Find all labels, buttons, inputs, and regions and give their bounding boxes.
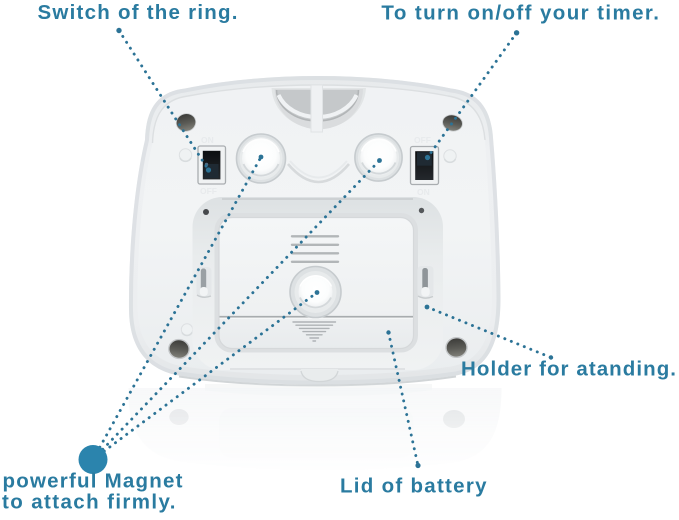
svg-text:to attach firmly.: to attach firmly. <box>2 491 176 514</box>
svg-text:Lid of battery: Lid of battery <box>340 475 487 498</box>
svg-text:To turn on/off your timer.: To turn on/off your timer. <box>381 2 659 25</box>
svg-text:OFF: OFF <box>414 135 431 145</box>
svg-text:powerful Magnet: powerful Magnet <box>3 470 183 493</box>
svg-text:OFF: OFF <box>200 186 217 196</box>
svg-text:Holder for atanding.: Holder for atanding. <box>461 358 676 381</box>
svg-text:ON: ON <box>201 135 214 145</box>
svg-text:ON: ON <box>417 187 430 197</box>
svg-text:Switch of the ring.: Switch of the ring. <box>38 1 238 24</box>
